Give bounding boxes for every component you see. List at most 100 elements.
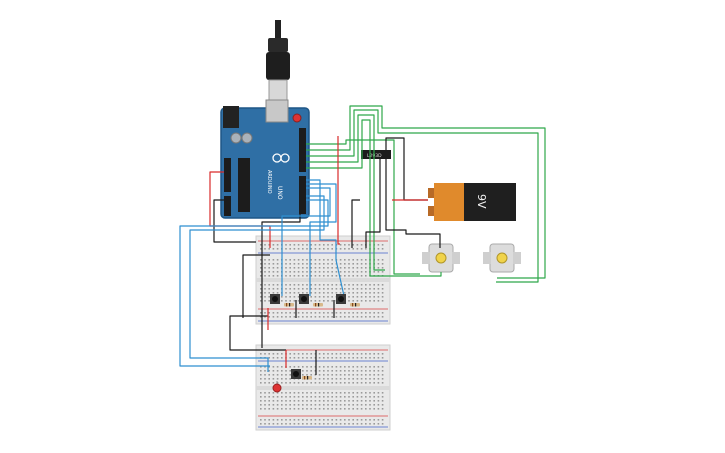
breadboard-hole: [302, 366, 304, 368]
breadboard-hole: [285, 300, 287, 302]
breadboard-hole: [289, 400, 291, 402]
wire-blue[interactable]: [179, 199, 329, 367]
wire-black[interactable]: [385, 159, 441, 248]
breadboard-hole: [356, 316, 359, 318]
push-button-1[interactable]: [270, 294, 280, 304]
breadboard-hole: [318, 353, 321, 355]
breadboard-hole: [297, 366, 300, 368]
breadboard-hole: [339, 382, 342, 384]
usb-cable[interactable]: [266, 20, 290, 101]
push-button-4[interactable]: [291, 369, 301, 379]
breadboard-hole: [310, 275, 312, 277]
breadboard-hole: [360, 396, 363, 398]
battery-9v[interactable]: 9V: [428, 183, 516, 221]
breadboard-hole: [306, 292, 308, 294]
breadboard-hole: [369, 374, 371, 376]
breadboard-hole: [281, 366, 283, 368]
breadboard-hole: [377, 267, 380, 269]
breadboard-hole: [323, 288, 325, 290]
breadboard-hole: [268, 312, 270, 314]
resistor-3[interactable]: [350, 303, 360, 307]
breadboard-hole: [381, 378, 384, 380]
wire-green[interactable]: [306, 109, 539, 283]
wire-black[interactable]: [351, 199, 360, 248]
wire-blue[interactable]: [306, 179, 345, 297]
breadboard-hole: [373, 288, 375, 290]
breadboard-top[interactable]: [255, 235, 391, 325]
breadboard-hole: [260, 284, 262, 286]
breadboard-hole: [297, 284, 300, 286]
wire-green[interactable]: [306, 119, 442, 277]
wire-black[interactable]: [385, 137, 428, 201]
breadboard-hole: [306, 275, 308, 277]
breadboard-hole: [302, 374, 304, 376]
wire-green[interactable]: [306, 139, 420, 275]
breadboard-hole: [285, 423, 287, 425]
dc-motor-1[interactable]: [422, 243, 460, 273]
push-button-3[interactable]: [336, 294, 346, 304]
breadboard-hole: [344, 366, 346, 368]
arduino-uno-board[interactable]: UNO ARDUINO: [220, 99, 310, 219]
breadboard-hole: [327, 423, 329, 425]
wire-green[interactable]: [306, 105, 546, 279]
push-button-2[interactable]: [299, 294, 309, 304]
wire-black[interactable]: [365, 159, 381, 248]
breadboard-hole: [289, 292, 291, 294]
wire-blue[interactable]: [306, 183, 337, 296]
breadboard-hole: [260, 374, 262, 376]
breadboard-hole: [289, 263, 291, 265]
breadboard-hole: [327, 419, 329, 421]
breadboard-hole: [335, 271, 338, 273]
breadboard-hole: [373, 316, 375, 318]
breadboard-hole: [268, 244, 270, 246]
breadboard-hole: [310, 259, 312, 261]
breadboard-hole: [276, 288, 279, 290]
breadboard-hole: [352, 419, 354, 421]
breadboard-hole: [344, 392, 346, 394]
breadboard-hole: [260, 404, 262, 406]
breadboard-hole: [377, 263, 380, 265]
wire-black[interactable]: [213, 199, 256, 243]
wire-black[interactable]: [229, 315, 286, 351]
motor-driver-chip[interactable]: L293D: [361, 150, 391, 159]
breadboard-hole: [360, 259, 363, 261]
resistor-1[interactable]: [284, 303, 294, 307]
wire-black[interactable]: [242, 254, 270, 318]
breadboard-hole: [281, 419, 283, 421]
led-red[interactable]: [272, 381, 282, 393]
breadboard-hole: [285, 296, 287, 298]
breadboard-hole: [276, 292, 279, 294]
wire-blue[interactable]: [189, 195, 325, 372]
wire-red[interactable]: [337, 136, 340, 245]
breadboard-hole: [352, 296, 354, 298]
wire-blue[interactable]: [281, 187, 331, 296]
breadboard-hole: [314, 396, 317, 398]
resistor-4[interactable]: [302, 376, 312, 380]
breadboard-hole: [264, 404, 266, 406]
breadboard-hole: [377, 357, 380, 359]
breadboard-hole: [323, 378, 325, 380]
breadboard-hole: [373, 404, 375, 406]
breadboard-hole: [306, 366, 308, 368]
resistor-2[interactable]: [313, 303, 323, 307]
breadboard-hole: [276, 284, 279, 286]
breadboard-hole: [360, 419, 363, 421]
breadboard-hole: [373, 408, 375, 410]
breadboard-bottom[interactable]: [255, 344, 391, 431]
wire-green[interactable]: [306, 114, 385, 271]
breadboard-hole: [365, 271, 367, 273]
breadboard-hole: [344, 259, 346, 261]
breadboard-hole: [323, 370, 325, 372]
dc-motor-2[interactable]: [483, 243, 521, 273]
breadboard-hole: [365, 374, 367, 376]
breadboard-hole: [365, 288, 367, 290]
breadboard-hole: [268, 271, 270, 273]
breadboard-hole: [365, 292, 367, 294]
wires[interactable]: [179, 105, 546, 375]
arduino-model-label: UNO: [276, 186, 283, 200]
breadboard-hole: [356, 284, 359, 286]
breadboard-hole: [335, 382, 338, 384]
breadboard-hole: [377, 378, 380, 380]
wire-black[interactable]: [261, 214, 301, 348]
